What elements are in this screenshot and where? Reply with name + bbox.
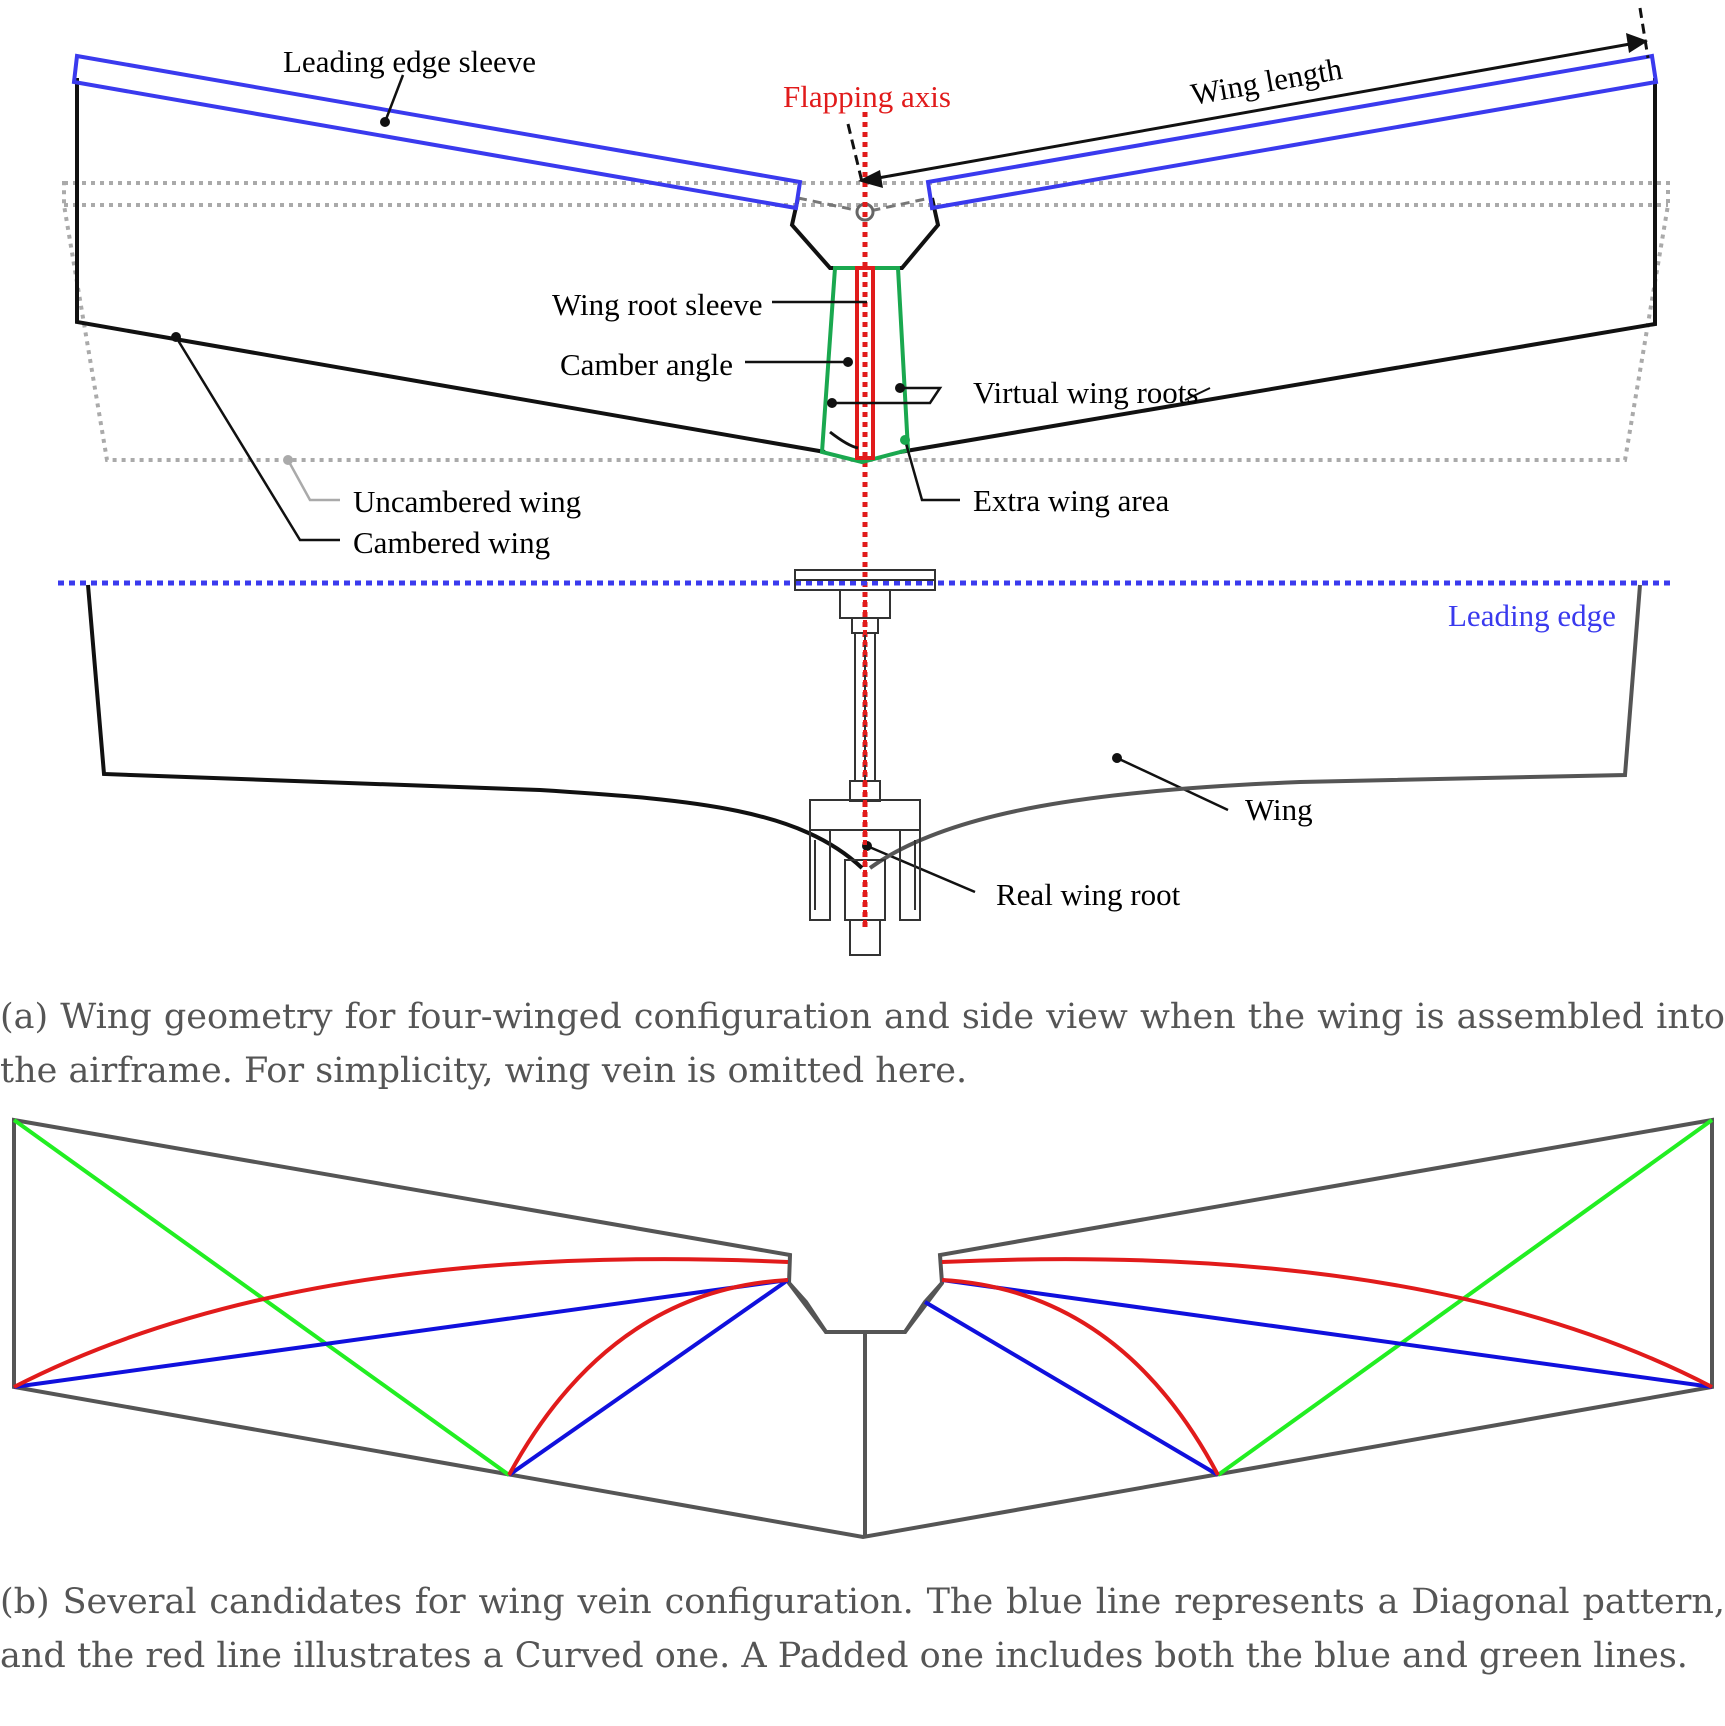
side-view-wing-left xyxy=(86,584,864,870)
vein-blue-left-root xyxy=(507,1278,790,1477)
wing-length-arrowhead-right xyxy=(1626,33,1648,53)
wing-length-guide-right xyxy=(1638,7,1650,59)
vein-red-right-root xyxy=(941,1278,1220,1476)
label-real-wing-root: Real wing root xyxy=(996,877,1181,912)
vein-red-left-root xyxy=(507,1278,789,1476)
leading-edge-sleeve-left xyxy=(71,53,803,211)
extra-wing-area-dot xyxy=(900,435,910,445)
label-virtual-wing-roots: Virtual wing roots xyxy=(973,375,1198,410)
label-uncambered-wing: Uncambered wing xyxy=(353,484,581,519)
camber-angle-arc xyxy=(829,430,859,450)
vein-blue-right-tip xyxy=(941,1278,1713,1389)
vein-red-left-tip xyxy=(13,1257,789,1389)
panel-b-diagram xyxy=(12,1117,1714,1540)
vein-blue-right-root xyxy=(923,1300,1220,1477)
label-cambered-wing: Cambered wing xyxy=(353,525,550,560)
leading-edge-sleeve-right xyxy=(925,53,1659,211)
label-extra-wing-area: Extra wing area xyxy=(973,483,1169,518)
uncambered-wing-dot xyxy=(283,455,293,465)
leader-dots xyxy=(171,117,1122,851)
caption-a: (a) Wing geometry for four-winged config… xyxy=(0,997,1725,1091)
label-wing: Wing xyxy=(1245,792,1313,827)
cambered-wing-outline xyxy=(75,78,1657,454)
label-flapping-axis: Flapping axis xyxy=(783,79,951,114)
label-wing-root-sleeve: Wing root sleeve xyxy=(552,287,763,322)
wing-length-arrowhead-left xyxy=(858,170,883,188)
wing-length-guide-left xyxy=(846,123,865,187)
side-view-wing-right xyxy=(868,584,1642,870)
vein-blue-left-tip xyxy=(13,1278,789,1389)
panel-a-diagram: Leading edge sleeve Flapping axis Wing l… xyxy=(58,7,1670,956)
wing-length-arrow xyxy=(877,42,1631,180)
uncambered-leader xyxy=(286,459,340,502)
uncambered-wing-outline xyxy=(62,181,1670,462)
label-leading-edge: Leading edge xyxy=(1448,598,1616,633)
vein-red-right-tip xyxy=(941,1257,1713,1389)
label-wing-length: Wing length xyxy=(1188,51,1345,112)
wing-root-sleeve xyxy=(855,266,875,460)
extra-wing-area xyxy=(819,266,911,465)
label-leading-edge-sleeve: Leading edge sleeve xyxy=(283,44,536,79)
label-camber-angle: Camber angle xyxy=(560,347,733,382)
caption-b: (b) Several candidates for wing vein con… xyxy=(0,1582,1725,1676)
